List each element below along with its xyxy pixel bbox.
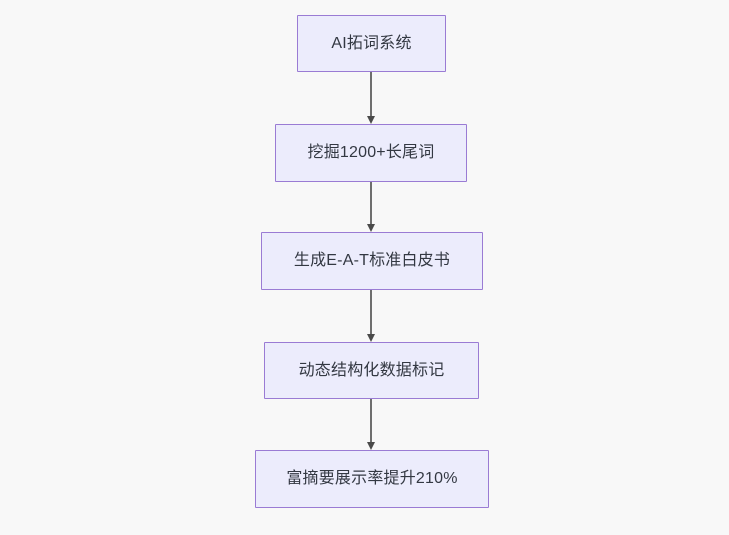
- arrowhead-down-icon: [366, 224, 375, 232]
- flow-node-label: 动态结构化数据标记: [298, 361, 445, 379]
- flow-node-label: 生成E-A-T标准白皮书: [293, 252, 451, 269]
- flow-node-label: 富摘要展示率提升210%: [286, 470, 458, 487]
- edge-line: [370, 72, 372, 117]
- flow-node-mine-longtail-keywords[interactable]: 挖掘1200+长尾词: [275, 124, 467, 182]
- flow-node-label: AI拓词系统: [331, 34, 412, 52]
- flow-edge-n3-n4: [366, 290, 375, 342]
- flow-node-rich-snippet-rate-increase[interactable]: 富摘要展示率提升210%: [255, 450, 489, 508]
- edge-line: [370, 290, 372, 335]
- flow-edge-n1-n2: [366, 72, 375, 124]
- flow-edge-n4-n5: [366, 399, 375, 450]
- arrowhead-down-icon: [366, 116, 375, 124]
- flow-node-generate-eat-whitepaper[interactable]: 生成E-A-T标准白皮书: [261, 232, 483, 290]
- flow-node-dynamic-structured-data-markup[interactable]: 动态结构化数据标记: [264, 342, 479, 399]
- edge-line: [370, 399, 372, 443]
- flow-node-label: 挖掘1200+长尾词: [307, 144, 435, 161]
- flow-node-ai-keyword-system[interactable]: AI拓词系统: [297, 15, 446, 72]
- edge-line: [370, 182, 372, 225]
- flow-edge-n2-n3: [366, 182, 375, 232]
- arrowhead-down-icon: [366, 442, 375, 450]
- arrowhead-down-icon: [366, 334, 375, 342]
